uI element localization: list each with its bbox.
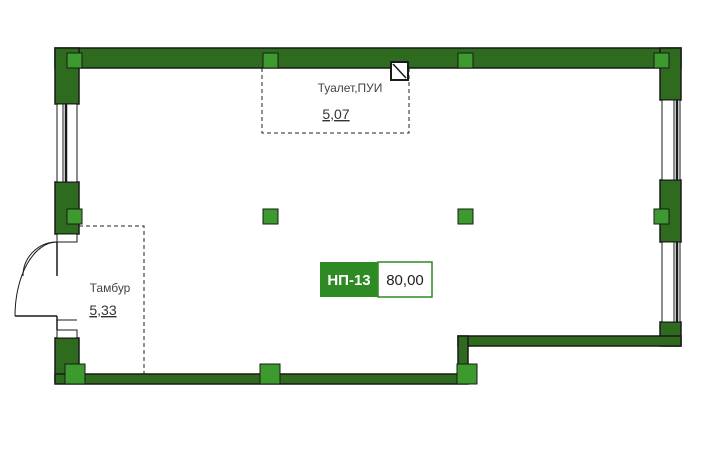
toilet-area: 5,07 bbox=[322, 106, 349, 122]
wall-top bbox=[54, 47, 682, 69]
vestibule-zone-boundary bbox=[79, 225, 145, 374]
unit-badge-area-box bbox=[377, 261, 433, 298]
windows bbox=[56, 99, 681, 323]
column bbox=[262, 52, 279, 69]
column bbox=[262, 208, 279, 225]
vestibule-area: 5,33 bbox=[89, 302, 116, 318]
toilet-zone: Туалет,ПУИ 5,07 bbox=[261, 61, 410, 134]
unit-code: НП-13 bbox=[327, 272, 370, 289]
vestibule-label: Тамбур bbox=[90, 281, 131, 295]
column bbox=[653, 208, 670, 225]
door-frame-top bbox=[56, 233, 78, 243]
vestibule-zone: Тамбур 5,33 bbox=[79, 225, 145, 374]
door-swing-upper bbox=[22, 241, 58, 277]
column bbox=[653, 52, 670, 69]
toilet-zone-boundary bbox=[261, 68, 410, 134]
column bbox=[66, 52, 83, 69]
column bbox=[259, 363, 281, 385]
wall-step-top bbox=[457, 335, 682, 347]
column bbox=[64, 363, 86, 385]
window-right-lower bbox=[661, 241, 681, 323]
door-swing-lower bbox=[14, 241, 58, 317]
wall-left-middle bbox=[54, 181, 80, 235]
door-frame-bottom bbox=[56, 329, 78, 339]
unit-badge-code-box bbox=[320, 262, 378, 297]
unit-area: 80,00 bbox=[386, 272, 424, 289]
window-right-upper bbox=[661, 99, 681, 181]
column bbox=[457, 52, 474, 69]
toilet-label: Туалет,ПУИ bbox=[318, 81, 383, 95]
column bbox=[457, 208, 474, 225]
ventilation-shaft-diagonal bbox=[392, 63, 407, 79]
column bbox=[456, 363, 478, 385]
column bbox=[66, 208, 83, 225]
entrance-door bbox=[14, 233, 78, 339]
unit-badge: НП-13 80,00 bbox=[320, 261, 433, 298]
walls bbox=[54, 47, 682, 385]
columns bbox=[64, 52, 670, 385]
